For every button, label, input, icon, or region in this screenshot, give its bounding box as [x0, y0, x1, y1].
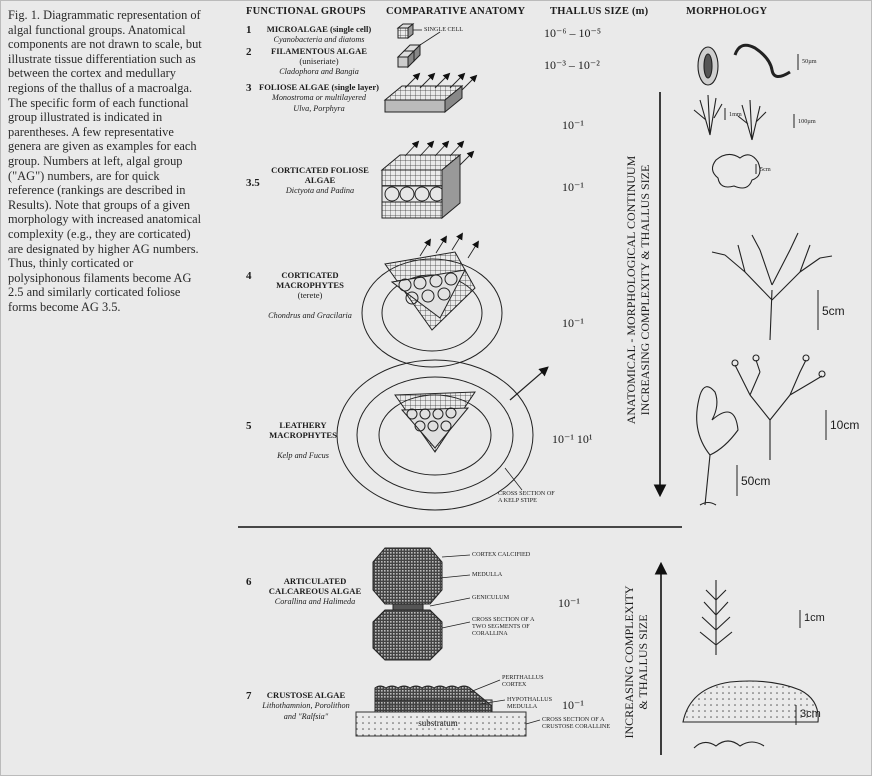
- group-number: 3: [246, 82, 252, 94]
- group-form: Monostroma or multilayered: [272, 93, 366, 102]
- group-label-foliose: FOLIOSE ALGAE (single layer) Monostroma …: [254, 82, 384, 114]
- single-cell-cube: [398, 24, 422, 38]
- single-cell-label: SINGLE CELL: [424, 26, 463, 33]
- group-label-corticated-macrophytes: CORTICATED MACROPHYTES (terete) Chondrus…: [262, 270, 358, 321]
- scale-label: 5cm: [822, 304, 845, 318]
- continuum-line2: INCREASING COMPLEXITY & THALLUS SIZE: [638, 110, 652, 470]
- thallus-size-value: 10⁻¹: [562, 316, 584, 331]
- foliose-sheet: [385, 74, 476, 112]
- crustose-section-label: CROSS SECTION OF A CRUSTOSE CORALLINE: [542, 716, 614, 730]
- group-genera: Dictyota and Padina: [286, 186, 354, 195]
- thallus-size-value: 10⁻¹ 10¹: [552, 432, 593, 447]
- group-name: LEATHERY MACROPHYTES: [269, 420, 337, 440]
- group-genera: Cladophora and Bangia: [279, 67, 359, 76]
- thallus-size-value: 10⁻³ – 10⁻²: [544, 58, 600, 73]
- group-name: FILAMENTOUS ALGAE: [271, 46, 367, 56]
- thallus-size-value: 10⁻¹: [562, 180, 584, 195]
- group-genera: Ulva, Porphyra: [293, 104, 344, 113]
- cortex-calcified-label: CORTEX CALCIFIED: [472, 551, 530, 558]
- continuum-label-top: ANATOMICAL - MORPHOLOGICAL CONTINUUM INC…: [624, 110, 652, 470]
- corticated-foliose-block: [382, 142, 473, 218]
- group-name: CRUSTOSE ALGAE: [267, 690, 345, 700]
- thallus-size-value: 10⁻¹: [562, 118, 584, 133]
- group-label-crustose: CRUSTOSE ALGAE Lithothamnion, Porolithon…: [256, 690, 356, 722]
- scale-bars: [725, 54, 826, 725]
- corticated-macrophyte-section: [362, 234, 502, 367]
- group-number: 5: [246, 420, 252, 432]
- group-label-corticated-foliose: CORTICATED FOLIOSE ALGAE Dictyota and Pa…: [270, 165, 370, 196]
- articulated-calcareous-segments: [373, 548, 470, 660]
- continuum-line2: & THALLUS SIZE: [636, 572, 650, 752]
- group-number: 6: [246, 576, 252, 588]
- continuum-label-bottom: INCREASING COMPLEXITY & THALLUS SIZE: [622, 572, 650, 752]
- group-genera: Cyanobacteria and diatoms: [274, 35, 365, 44]
- morphology-sketches: [683, 45, 832, 748]
- group-genera: Kelp and Fucus: [277, 451, 329, 460]
- scale-label: 10cm: [830, 418, 859, 432]
- group-name: ARTICULATED CALCAREOUS ALGAE: [269, 576, 361, 596]
- group-form: (terete): [298, 290, 323, 300]
- group-number: 4: [246, 270, 252, 282]
- thallus-size-value: 10⁻⁶ – 10⁻⁵: [544, 26, 601, 41]
- group-number: 7: [246, 690, 252, 702]
- scale-label: 50cm: [741, 474, 770, 488]
- group-genera: Chondrus and Gracilaria: [268, 311, 352, 320]
- group-label-filamentous: FILAMENTOUS ALGAE (uniseriate) Cladophor…: [254, 46, 384, 77]
- group-form: (uniseriate): [299, 56, 338, 66]
- group-label-microalgae: MICROALGAE (single cell) Cyanobacteria a…: [254, 24, 384, 45]
- scale-label: 50µm: [802, 58, 817, 65]
- perithallus-label: PERITHALLUS CORTEX: [502, 674, 550, 688]
- continuum-line1: ANATOMICAL - MORPHOLOGICAL CONTINUUM: [624, 110, 638, 470]
- geniculum-label: GENICULUM: [472, 594, 509, 601]
- group-genera: Lithothamnion, Porolithon and "Ralfsia": [262, 701, 350, 721]
- thallus-size-value: 10⁻¹: [558, 596, 580, 611]
- group-label-leathery-macrophytes: LEATHERY MACROPHYTES Kelp and Fucus: [258, 420, 348, 461]
- group-name: CORTICATED FOLIOSE ALGAE: [271, 165, 369, 185]
- coralline-section-label: CROSS SECTION OF A TWO SEGMENTS OF CORAL…: [472, 616, 544, 637]
- hypothallus-label: HYPOTHALLUS MEDULLA: [507, 696, 555, 710]
- scale-label: 100µm: [798, 118, 816, 125]
- group-label-articulated-calcareous: ARTICULATED CALCAREOUS ALGAE Corallina a…: [256, 576, 374, 607]
- continuum-line1: INCREASING COMPLEXITY: [622, 572, 636, 752]
- group-number: 1: [246, 24, 252, 36]
- kelp-stipe-section: [337, 360, 547, 510]
- group-number: 3.5: [246, 177, 260, 189]
- group-number: 2: [246, 46, 252, 58]
- substratum-label: substratum: [398, 718, 478, 728]
- group-name: CORTICATED MACROPHYTES: [276, 270, 344, 290]
- scale-label: 5cm: [760, 166, 771, 173]
- kelp-section-label: CROSS SECTION OF A KELP STIPE: [498, 490, 558, 504]
- group-name: MICROALGAE (single cell): [267, 24, 372, 34]
- medulla-label: MEDULLA: [472, 571, 502, 578]
- scale-label: 1mm: [729, 111, 742, 118]
- group-genera: Corallina and Halimeda: [275, 597, 356, 606]
- scale-label: 1cm: [804, 612, 825, 624]
- group-name: FOLIOSE ALGAE (single layer): [259, 82, 379, 92]
- scale-label: 3cm: [800, 708, 821, 720]
- thallus-size-value: 10⁻¹: [562, 698, 584, 713]
